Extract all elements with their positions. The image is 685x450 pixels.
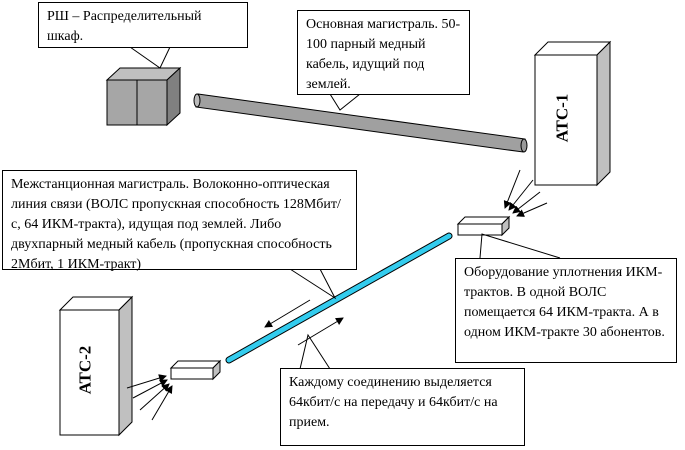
fiber-line: [225, 232, 453, 364]
callout-equipment: Оборудование уплотнения ИКМ-трактов. В о…: [455, 258, 677, 363]
callout-pointers: [129, 46, 561, 370]
main-cable-pipe: [193, 93, 528, 153]
subscriber-arrows-right: [503, 169, 548, 217]
atc1-building: [533, 40, 612, 187]
multiplexer-right: [456, 215, 511, 237]
callout-main-line: Основная магистраль. 50-100 парный медны…: [297, 10, 470, 95]
transmit-arrow: [264, 299, 311, 328]
atc1-label: АТС-1: [552, 93, 572, 143]
callout-interstation: Межстанционная магистраль. Волоконно-опт…: [2, 170, 357, 272]
callout-cabinet: РШ – Распределительный шкаф.: [38, 2, 248, 48]
distribution-cabinet: [105, 66, 182, 127]
callout-connection: Каждому соединению выделяется 64кбит/с н…: [280, 368, 525, 446]
atc2-label: АТС-2: [75, 345, 95, 395]
receive-arrow: [297, 317, 344, 346]
multiplexer-left: [169, 359, 222, 381]
subscriber-arrows-left: [126, 374, 173, 421]
atc2-building: [58, 295, 134, 437]
